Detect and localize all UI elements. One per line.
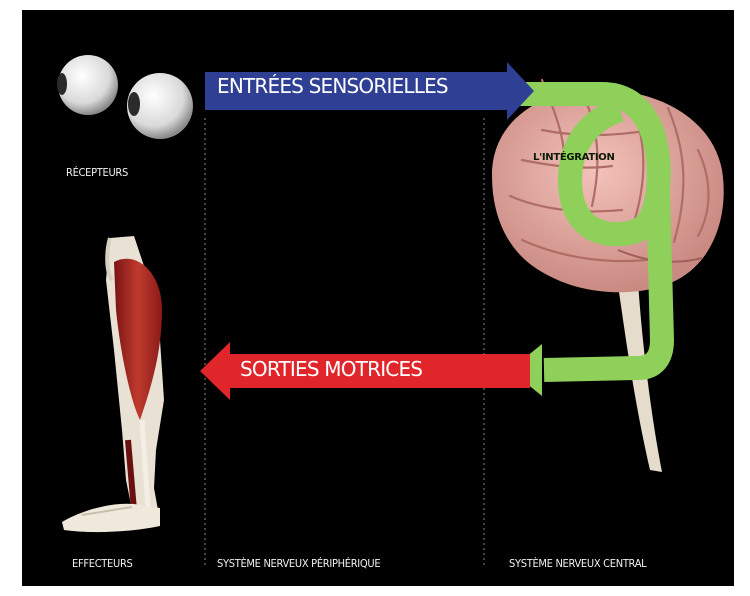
eyeball-right-icon — [127, 73, 193, 139]
peripheral-system-label: SYSTÈME NERVEUX PÉRIPHÉRIQUE — [217, 557, 380, 570]
leg-muscle-icon — [62, 236, 164, 532]
central-system-label: SYSTÈME NERVEUX CENTRAL — [509, 557, 646, 570]
diagram-panel: ENTRÉES SENSORIELLES SORTIES MOTRICES L'… — [22, 10, 734, 586]
eyeball-left-icon — [57, 55, 118, 115]
integration-label: L'INTÉGRATION — [533, 152, 615, 163]
brain-icon — [492, 80, 724, 472]
output-arrow-label: SORTIES MOTRICES — [240, 357, 422, 381]
effectors-label: EFFECTEURS — [72, 557, 133, 570]
input-arrow-label: ENTRÉES SENSORIELLES — [217, 74, 448, 98]
receptors-label: RÉCEPTEURS — [66, 166, 128, 179]
